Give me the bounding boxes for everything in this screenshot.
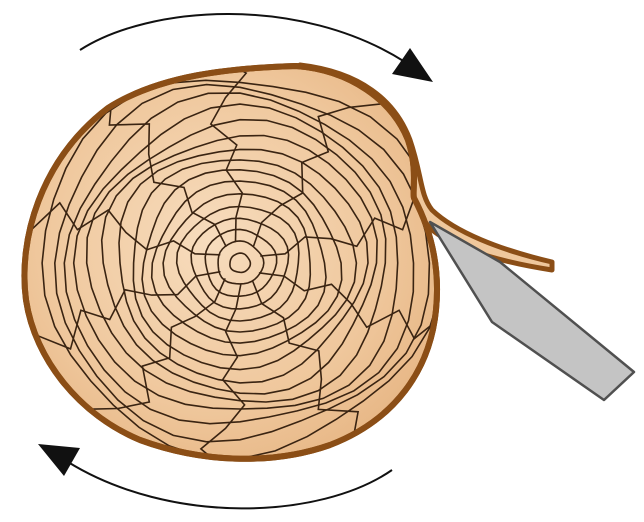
knife-blade bbox=[430, 222, 634, 400]
